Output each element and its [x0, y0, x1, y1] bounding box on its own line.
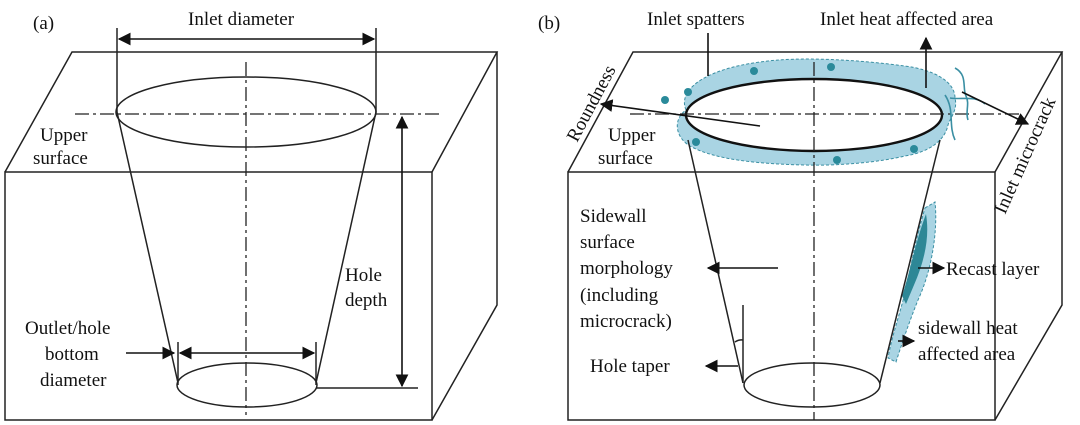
spatter-dot [684, 88, 692, 96]
hole-wall-left [116, 111, 179, 384]
panel-a-tag: (a) [33, 13, 54, 34]
panel-a-hole [75, 62, 440, 415]
outlet-ellipse [176, 362, 318, 408]
panel-b: (b) [538, 9, 1064, 421]
panel-a-block [4, 51, 499, 421]
spatter-dot [692, 138, 700, 146]
sidewall-haz-label-2: affected area [918, 344, 1016, 365]
inlet-diameter-dimension: Inlet diameter [116, 9, 377, 112]
sidewall-label-3: morphology [580, 258, 673, 279]
outlet-diameter-dimension: Outlet/hole bottom diameter [25, 318, 317, 391]
spatter-dot [910, 145, 918, 153]
upper-surface-b-label-1: Upper [608, 125, 656, 146]
hole-taper-label: Hole taper [590, 356, 670, 377]
panel-b-tag: (b) [538, 13, 560, 34]
outlet-ellipse-b [743, 362, 881, 408]
inlet-diameter-label: Inlet diameter [188, 9, 295, 30]
outlet-label-1: Outlet/hole [25, 318, 110, 339]
block-top-face [4, 51, 499, 173]
outlet-label-3: diameter [40, 370, 107, 391]
taper-angle-arc [734, 339, 744, 343]
inlet-haz-label: Inlet heat affected area [820, 9, 994, 30]
sidewall-label-5: microcrack) [580, 311, 672, 332]
hole-b-wall-left [687, 139, 744, 384]
hole-b-wall-right [879, 139, 941, 384]
roundness-arrow [599, 99, 761, 127]
inlet-microcrack-label: Inlet microcrack [990, 94, 1060, 217]
hole-depth-label-1: Hole [345, 265, 382, 286]
panel-a: (a) Inlet diameter Hole d [4, 9, 499, 421]
recast-layer-label: Recast layer [946, 259, 1040, 280]
block-b-top-face [567, 51, 1064, 173]
inlet-spatters-label: Inlet spatters [647, 9, 745, 30]
block-side-face [431, 52, 498, 421]
upper-surface-label-2: surface [33, 148, 88, 169]
inlet-spatter-dots [661, 63, 918, 164]
block-b-side-face [994, 52, 1063, 421]
upper-surface-label-1: Upper [40, 125, 88, 146]
outlet-label-2: bottom [45, 344, 99, 365]
hole-wall-right [315, 111, 377, 384]
sidewall-label-2: surface [580, 232, 635, 253]
hole-depth-dimension: Hole depth [316, 115, 418, 389]
upper-surface-b-label-2: surface [598, 148, 653, 169]
panel-b-hole [630, 62, 1020, 420]
spatter-dot [827, 63, 835, 71]
sidewall-haz-label-1: sidewall heat [918, 318, 1018, 339]
panel-b-block [567, 51, 1064, 421]
spatter-dot [661, 96, 669, 104]
hole-depth-label-2: depth [345, 290, 388, 311]
spatter-dot [833, 156, 841, 164]
spatter-dot [750, 67, 758, 75]
sidewall-label-4: (including [580, 285, 659, 306]
recast-layer-band [902, 214, 928, 304]
inlet-microcrack-arrow [961, 91, 1030, 125]
sidewall-label-1: Sidewall [580, 206, 647, 227]
